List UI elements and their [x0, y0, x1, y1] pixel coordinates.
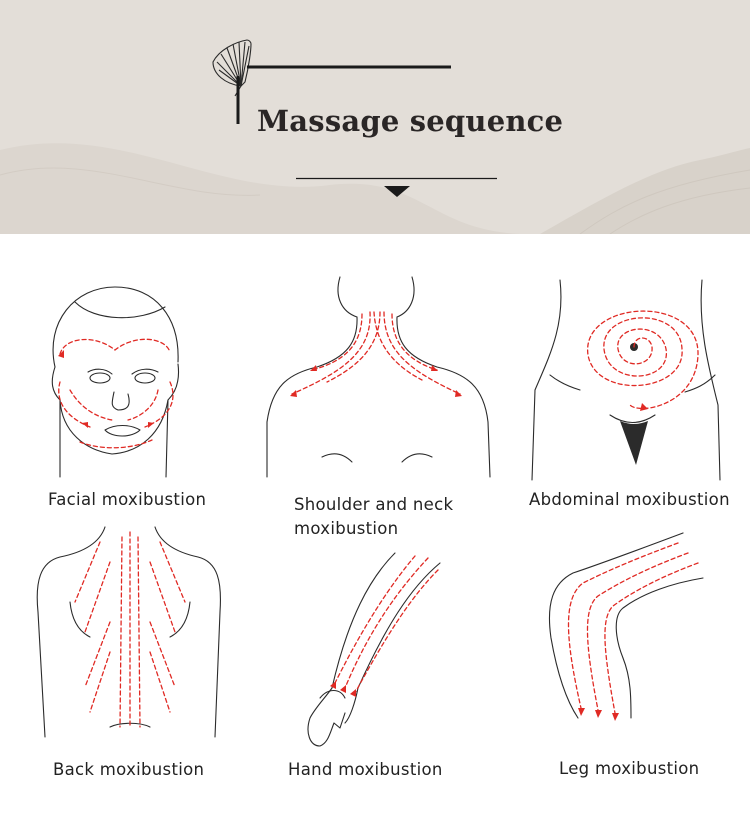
- caption-back: Back moxibustion: [53, 760, 205, 779]
- caption-leg: Leg moxibustion: [559, 759, 700, 778]
- caption-abdominal: Abdominal moxibustion: [529, 490, 730, 509]
- title-underline: [296, 177, 497, 197]
- abdominal-illustration: [531, 279, 721, 481]
- caption-hand: Hand moxibustion: [288, 760, 443, 779]
- paper-texture: [0, 143, 750, 234]
- caption-shoulder: Shoulder and neck moxibustion: [294, 495, 454, 538]
- caption-facial: Facial moxibustion: [48, 490, 207, 509]
- down-triangle-icon: [384, 186, 410, 197]
- shoulder-neck-illustration: [266, 276, 491, 478]
- facial-illustration: [51, 286, 180, 478]
- ginkgo-leaf-icon: [212, 39, 451, 124]
- back-illustration: [36, 526, 221, 738]
- hand-illustration: [307, 552, 441, 747]
- page-title: Massage sequence: [257, 104, 564, 138]
- leg-illustration: [548, 532, 704, 721]
- header-banner: Massage sequence: [0, 0, 750, 234]
